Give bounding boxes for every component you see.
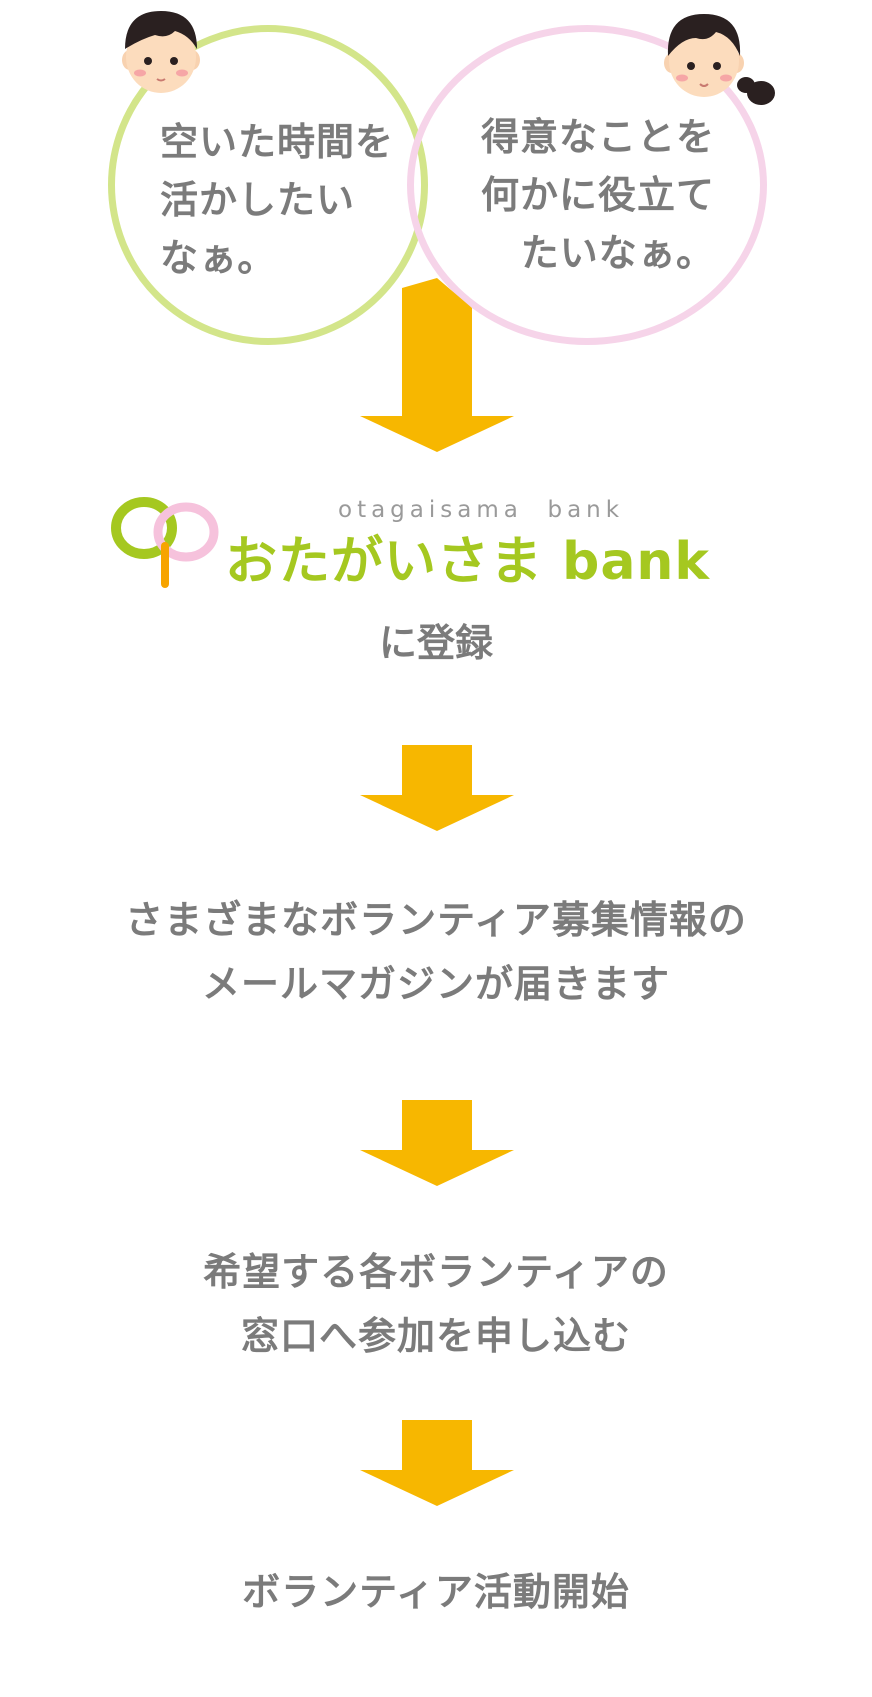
step-line: さまざまなボランティア募集情報の xyxy=(125,898,747,942)
logo-romaji: otagaisama bank xyxy=(338,497,625,523)
step-start: ボランティア活動開始 xyxy=(0,1560,872,1624)
boy-face-icon xyxy=(122,11,200,93)
right-bubble-text: 得意なことを 何かに役立て たいなぁ。 xyxy=(460,108,715,282)
logo-name: おたがいさま bank xyxy=(225,532,711,592)
left-bubble-line: 空いた時間を xyxy=(160,120,395,164)
pink-thought-circle xyxy=(407,25,767,345)
right-bubble-line: 何かに役立て xyxy=(480,173,715,217)
down-arrow-icon xyxy=(360,1420,514,1506)
step-apply: 希望する各ボランティアの 窓口へ参加を申し込む xyxy=(0,1240,872,1368)
down-arrow-icon xyxy=(360,278,514,452)
step-line: ボランティア活動開始 xyxy=(242,1570,630,1614)
step-mail-magazine: さまざまなボランティア募集情報の メールマガジンが届きます xyxy=(0,888,872,1016)
right-bubble-line: たいなぁ。 xyxy=(520,231,715,275)
girl-face-icon xyxy=(664,14,775,105)
left-bubble-line: なぁ。 xyxy=(160,236,277,280)
step-line: 窓口へ参加を申し込む xyxy=(240,1314,631,1358)
left-bubble-line: 活かしたい xyxy=(160,178,356,222)
logo-mark-icon xyxy=(111,497,219,588)
down-arrow-icon xyxy=(360,1100,514,1186)
step-line: 希望する各ボランティアの xyxy=(203,1250,669,1294)
right-bubble-line: 得意なことを xyxy=(480,115,715,159)
register-text: に登録 xyxy=(378,621,493,665)
step-line: メールマガジンが届きます xyxy=(201,962,670,1006)
down-arrow-icon xyxy=(360,745,514,831)
left-bubble-text: 空いた時間を 活かしたい なぁ。 xyxy=(160,113,394,287)
